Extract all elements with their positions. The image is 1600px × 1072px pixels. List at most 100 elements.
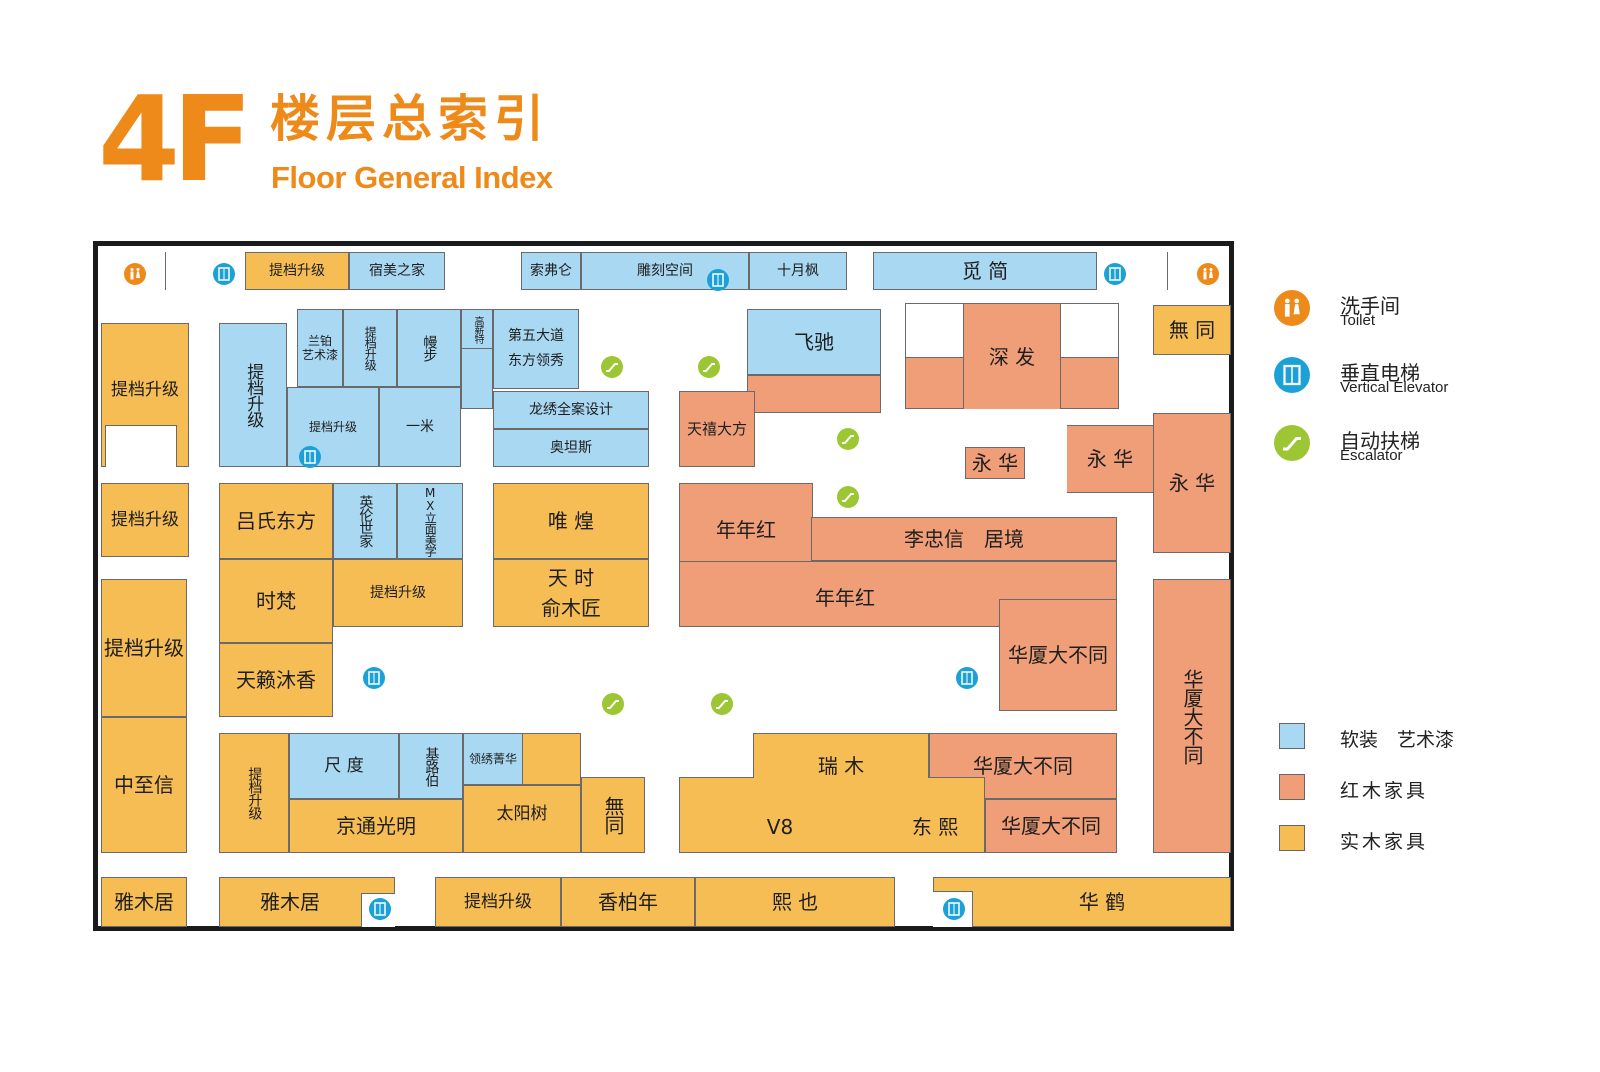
legend-label-en: Vertical Elevator xyxy=(1340,379,1449,396)
shop[interactable]: 华 鹤 xyxy=(933,877,1231,927)
elevator-icon xyxy=(299,446,321,468)
shop-label: 高薪特 xyxy=(472,315,483,343)
shop[interactable]: 中至信 xyxy=(101,717,187,853)
shop-label: 提档升级 xyxy=(243,363,264,427)
shop[interactable]: 一米 xyxy=(379,387,461,467)
escalator-icon xyxy=(602,693,624,715)
legend-label: 垂直电梯 xyxy=(1340,361,1420,385)
shop-label: 無同 xyxy=(601,796,625,834)
shop[interactable]: 提档升级 xyxy=(101,579,187,717)
shop[interactable]: 幔步 xyxy=(397,309,461,387)
shop xyxy=(105,425,177,467)
escalator-icon xyxy=(711,693,733,715)
title-english: Floor General Index xyxy=(271,160,553,195)
shop[interactable]: 年年红 xyxy=(815,586,875,610)
shop[interactable]: 飞驰 xyxy=(747,309,881,375)
shop-label: MX立面美学 xyxy=(423,486,438,556)
category-label: 红木家具 xyxy=(1340,780,1429,802)
shop[interactable]: 提档升级 xyxy=(245,252,349,290)
elevator-icon xyxy=(707,269,729,291)
shop-label: 幔步 xyxy=(421,335,438,361)
shop[interactable]: 太阳树 xyxy=(463,785,581,853)
shop[interactable]: 無 同 xyxy=(1153,305,1231,355)
shop[interactable]: 基路伯 xyxy=(399,733,463,799)
toilet-icon xyxy=(1197,263,1219,285)
wall xyxy=(165,252,166,290)
legend-label: 自动扶梯 xyxy=(1340,429,1420,453)
shop[interactable]: 深 发 xyxy=(963,303,1061,409)
toilet-icon xyxy=(124,263,146,285)
shop[interactable]: 天籁沐香 xyxy=(219,643,333,717)
shop[interactable]: 时梵 xyxy=(219,559,333,643)
escalator-icon xyxy=(837,486,859,508)
elevator-icon xyxy=(1274,357,1310,393)
title-chinese: 楼层总索引 xyxy=(270,90,550,148)
legend-label-en: Toilet xyxy=(1340,312,1376,329)
elevator-icon xyxy=(1104,263,1126,285)
shop[interactable]: 宿美之家 xyxy=(349,252,445,290)
shop[interactable]: 永 华 xyxy=(1153,413,1231,553)
shop[interactable]: 英伦世家 xyxy=(333,483,397,559)
shop: 永 华 xyxy=(1067,426,1153,492)
shop[interactable]: 天 时 俞木匠 xyxy=(493,559,649,627)
shop-label: 基路伯 xyxy=(423,746,440,786)
wall xyxy=(1167,252,1168,290)
shop[interactable]: 永 华 xyxy=(965,447,1025,479)
shop xyxy=(679,777,985,853)
shop[interactable]: 天禧大方 xyxy=(679,391,755,467)
toilet-icon xyxy=(1274,290,1310,326)
elevator-icon xyxy=(213,263,235,285)
shop[interactable]: 华厦大不同 xyxy=(999,599,1117,711)
swatch-soft-decor xyxy=(1279,723,1305,749)
escalator-icon xyxy=(601,356,623,378)
shop[interactable]: 李忠信 居境 xyxy=(811,517,1117,561)
escalator-icon xyxy=(1274,425,1310,461)
elevator-icon xyxy=(369,898,391,920)
shop[interactable]: 雅木居 xyxy=(101,877,187,927)
shop[interactable]: 吕氏东方 xyxy=(219,483,333,559)
shop[interactable]: 提档升级 xyxy=(333,559,463,627)
shop[interactable]: 熙 也 xyxy=(695,877,895,927)
elevator-icon xyxy=(363,667,385,689)
swatch-redwood xyxy=(1279,774,1305,800)
shop[interactable]: 索弗仑 xyxy=(521,252,581,290)
shop[interactable]: 提档升级 xyxy=(101,483,189,557)
shop[interactable]: 东 熙 xyxy=(911,815,959,839)
shop[interactable]: 唯 煌 xyxy=(493,483,649,559)
shop-label: 英伦世家 xyxy=(357,495,374,547)
shop[interactable]: 奥坦斯 xyxy=(493,429,649,467)
shop[interactable]: 京通光明 xyxy=(289,799,463,853)
shop[interactable]: MX立面美学 xyxy=(397,483,463,559)
escalator-icon xyxy=(837,428,859,450)
shop[interactable]: V8 xyxy=(766,815,794,839)
legend-label: 洗手间 xyxy=(1340,294,1400,318)
shop[interactable]: 高薪特 xyxy=(461,309,493,349)
shop[interactable]: 無同 xyxy=(581,777,645,853)
floor-number: 4F xyxy=(98,70,253,208)
shop xyxy=(754,775,928,798)
shop[interactable]: 龙绣全案设计 xyxy=(493,391,649,429)
shop[interactable]: 提档升级 xyxy=(219,733,289,853)
legend-label-en: Escalator xyxy=(1340,447,1403,464)
category-label: 软装 艺术漆 xyxy=(1340,729,1455,751)
shop-label: 华厦大不同 xyxy=(1180,668,1204,764)
shop[interactable]: 提档升级 xyxy=(219,323,287,467)
elevator-icon xyxy=(943,898,965,920)
shop-label: 提档升级 xyxy=(246,767,263,819)
elevator-icon xyxy=(956,667,978,689)
shop[interactable]: 兰铂 艺术漆 xyxy=(297,309,343,387)
shop[interactable]: 领绣菁华 xyxy=(463,733,523,785)
floor-plan: 提档升级 宿美之家 索弗仑 雕刻空间 十月枫 觅 简 提档升级 兰铂 艺术漆 提… xyxy=(93,241,1234,931)
shop[interactable]: 第五大道 东方领秀 xyxy=(493,309,579,389)
escalator-icon xyxy=(698,356,720,378)
shop[interactable]: 华厦大不同 xyxy=(1153,579,1231,853)
shop[interactable]: 尺 度 xyxy=(289,733,399,799)
shop[interactable]: 香柏年 xyxy=(561,877,695,927)
shop xyxy=(523,733,581,785)
shop[interactable]: 十月枫 xyxy=(749,252,847,290)
shop[interactable]: 觅 简 xyxy=(873,252,1097,290)
shop[interactable]: 提档升级 xyxy=(435,877,561,927)
shop xyxy=(747,375,881,413)
shop[interactable]: 提档升级 xyxy=(343,309,397,387)
shop[interactable]: 华厦大不同 xyxy=(985,799,1117,853)
